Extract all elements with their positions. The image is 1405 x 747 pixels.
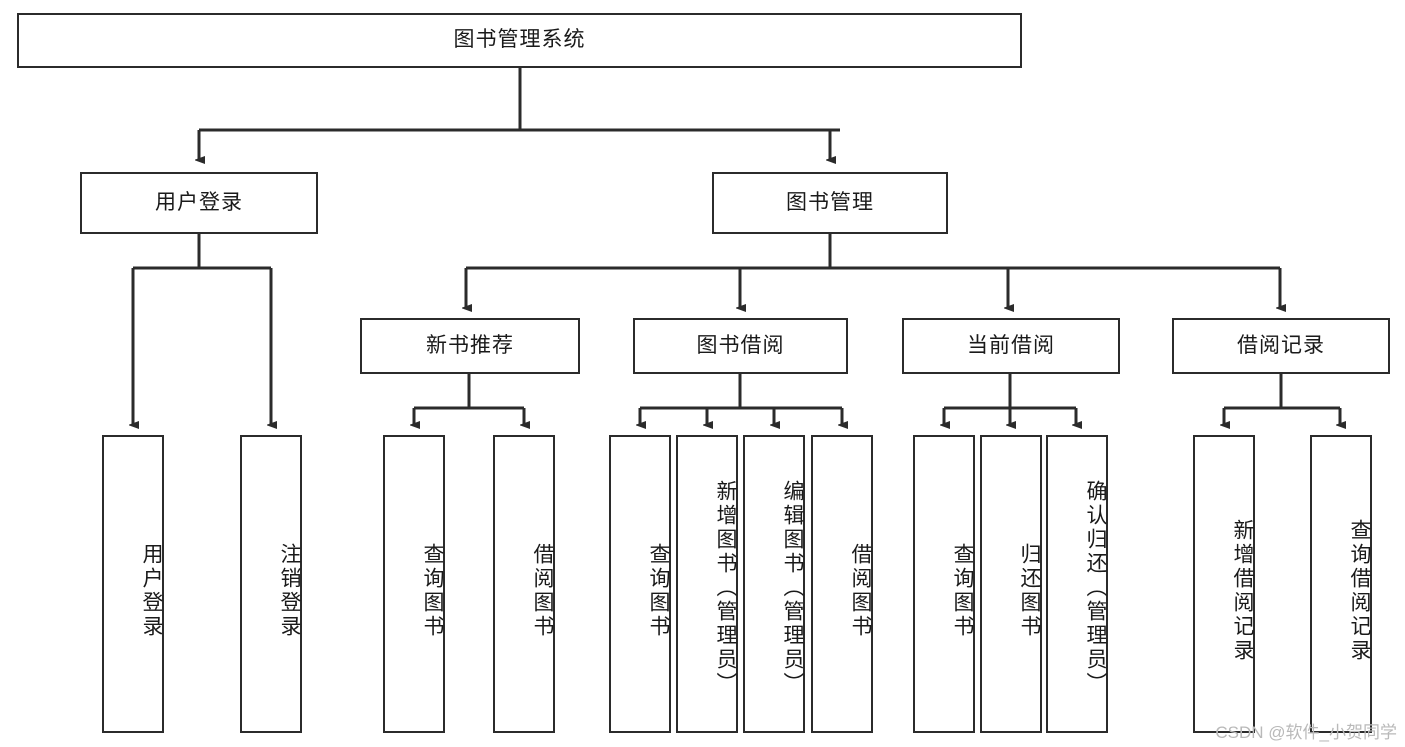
node-label: 借阅记录	[1237, 333, 1325, 357]
node-label: 编辑图书（管理员）	[781, 480, 804, 696]
node-label: 图书借阅	[696, 333, 785, 357]
node-label: 归还图书	[1018, 543, 1041, 639]
node-root-book-management-system[interactable]: 图书管理系统	[17, 13, 1022, 68]
node-leaf-borrowrecord-add-record[interactable]: 新增借阅记录	[1193, 435, 1255, 733]
node-leaf-borrowrecord-query-record[interactable]: 查询借阅记录	[1310, 435, 1372, 733]
node-borrow-record[interactable]: 借阅记录	[1172, 318, 1390, 374]
node-label: 查询借阅记录	[1348, 519, 1371, 663]
node-label: 查询图书	[421, 543, 444, 639]
node-current-borrow[interactable]: 当前借阅	[902, 318, 1120, 374]
node-label: 查询图书	[647, 543, 670, 639]
node-label: 查询图书	[951, 543, 974, 639]
node-label: 用户登录	[140, 543, 163, 639]
node-label: 当前借阅	[967, 333, 1055, 357]
node-label: 借阅图书	[849, 543, 872, 639]
node-label: 新增借阅记录	[1231, 519, 1254, 663]
node-label: 新书推荐	[426, 333, 514, 357]
node-leaf-bookborrow-borrow-book[interactable]: 借阅图书	[811, 435, 873, 733]
node-leaf-currentborrow-confirm-return-admin[interactable]: 确认归还（管理员）	[1046, 435, 1108, 733]
node-leaf-currentborrow-return-book[interactable]: 归还图书	[980, 435, 1042, 733]
node-book-management[interactable]: 图书管理	[712, 172, 948, 234]
node-label: 新增图书（管理员）	[714, 480, 737, 696]
node-leaf-logout[interactable]: 注销登录	[240, 435, 302, 733]
node-book-borrow[interactable]: 图书借阅	[633, 318, 848, 374]
node-label: 借阅图书	[531, 543, 554, 639]
node-leaf-currentborrow-query-book[interactable]: 查询图书	[913, 435, 975, 733]
node-leaf-user-login[interactable]: 用户登录	[102, 435, 164, 733]
node-label: 图书管理	[786, 190, 874, 214]
node-label: 用户登录	[155, 190, 243, 214]
node-leaf-newbook-borrow-book[interactable]: 借阅图书	[493, 435, 555, 733]
node-label: 注销登录	[278, 543, 301, 639]
node-user-login[interactable]: 用户登录	[80, 172, 318, 234]
node-leaf-bookborrow-add-book-admin[interactable]: 新增图书（管理员）	[676, 435, 738, 733]
node-label: 确认归还（管理员）	[1084, 480, 1107, 696]
node-leaf-bookborrow-edit-book-admin[interactable]: 编辑图书（管理员）	[743, 435, 805, 733]
node-label: 图书管理系统	[453, 28, 586, 52]
watermark: CSDN @软件_小贺同学	[1215, 723, 1397, 742]
node-leaf-newbook-query-book[interactable]: 查询图书	[383, 435, 445, 733]
node-leaf-bookborrow-query-book[interactable]: 查询图书	[609, 435, 671, 733]
node-new-book-recommend[interactable]: 新书推荐	[360, 318, 580, 374]
